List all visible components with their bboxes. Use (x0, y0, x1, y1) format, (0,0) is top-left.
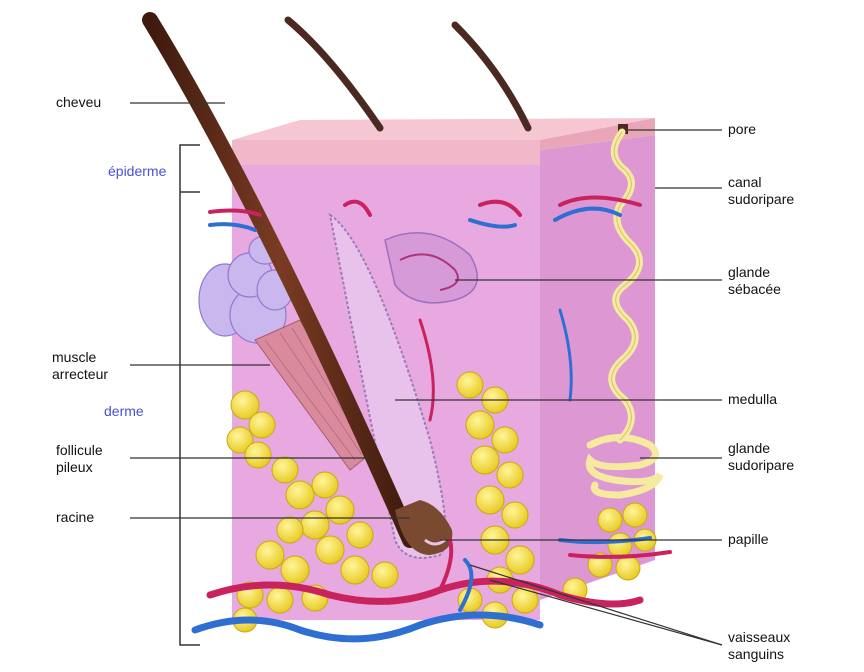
hair-shaft-3 (455, 25, 528, 128)
label-derme: derme (104, 403, 144, 420)
label-glande-sebacee: glande sébacée (728, 264, 781, 298)
label-epiderme: épiderme (108, 163, 166, 180)
layer-bracket (180, 145, 200, 645)
label-cheveu: cheveu (56, 94, 101, 111)
label-canal-sudoripare: canal sudoripare (728, 174, 794, 208)
label-racine: racine (56, 509, 94, 526)
hair-shaft-2 (288, 20, 380, 128)
label-medulla: medulla (728, 391, 777, 408)
label-follicule-pileux: follicule pileux (56, 442, 103, 476)
label-vaisseaux-sanguins: vaisseaux sanguins (728, 629, 790, 663)
epidermis-layer (232, 140, 540, 165)
label-glande-sudoripare: glande sudoripare (728, 440, 794, 474)
label-papille: papille (728, 531, 768, 548)
label-pore: pore (728, 121, 756, 138)
label-muscle-arrecteur: muscle arrecteur (52, 349, 108, 383)
